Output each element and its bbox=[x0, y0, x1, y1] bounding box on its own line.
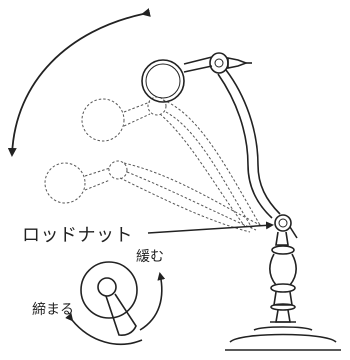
tighten-label: 締まる bbox=[32, 302, 74, 318]
ghost-shade-upper bbox=[81, 98, 125, 142]
knob-lever bbox=[105, 293, 137, 336]
loosen-arrow-icon bbox=[139, 272, 166, 331]
ghost-positions bbox=[44, 96, 263, 233]
knob-detail bbox=[80, 261, 138, 336]
top-joint bbox=[209, 52, 229, 74]
lamp-solid bbox=[141, 52, 341, 351]
lamp-shade bbox=[141, 59, 185, 103]
tighten-arrow-icon bbox=[65, 312, 143, 346]
ghost-arm-upper-a bbox=[123, 101, 151, 113]
rod-nut-pointer bbox=[147, 221, 274, 234]
swing-arrow-icon bbox=[7, 8, 151, 157]
knob-hole bbox=[97, 277, 117, 297]
ghost-shade-lower bbox=[44, 162, 86, 204]
rod-nut-label: ロッドナット bbox=[22, 225, 133, 246]
rod-nut-part bbox=[274, 214, 292, 232]
knob-disc bbox=[80, 261, 138, 319]
loosen-label: 緩む bbox=[136, 249, 164, 265]
